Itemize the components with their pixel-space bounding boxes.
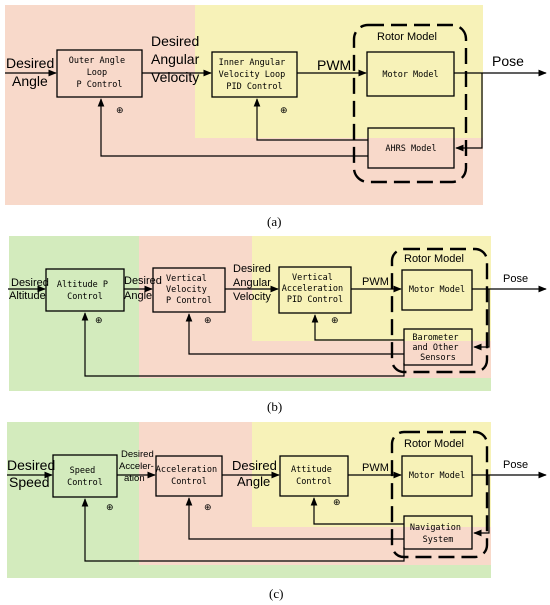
motor-model-block-b xyxy=(401,269,473,311)
panel-c-label-1: Desired Acceler- ation xyxy=(119,449,156,484)
panel-c-caption: (c) xyxy=(269,586,283,601)
panel-b-label-2: Desired Angular Velocity xyxy=(233,263,274,303)
panel-c-label-2: Desired Angle xyxy=(232,458,280,489)
navigation-system-label: Navigation System xyxy=(410,523,466,545)
sum-junction-icon: ⊕ xyxy=(106,503,114,513)
acceleration-control-label: Acceleration Control xyxy=(156,465,223,487)
sum-junction-icon: ⊕ xyxy=(280,106,288,116)
panel-c-background-green-bottom xyxy=(7,565,491,578)
panel-a-caption: (a) xyxy=(267,214,281,229)
sum-junction-icon: ⊕ xyxy=(95,316,103,326)
panel-b: Desired Altitude Altitude P Control Desi… xyxy=(8,236,547,414)
inner-velocity-loop-block xyxy=(211,51,298,98)
rotor-model-label: Rotor Model xyxy=(377,31,437,43)
panel-a-input-label-line2: Angle xyxy=(12,73,48,89)
rotor-model-boundary-b xyxy=(390,247,489,374)
sum-junction-icon: ⊕ xyxy=(204,503,212,513)
motor-model-label: Motor Model xyxy=(382,70,438,80)
panel-b-pwm-label: PWM xyxy=(362,276,389,288)
altitude-p-control-label: Altitude P Control xyxy=(57,280,113,302)
panel-a-pwm-label: PWM xyxy=(317,57,351,73)
attitude-control-label: Attitude Control xyxy=(291,465,337,487)
rotor-model-boundary xyxy=(352,23,468,184)
panel-c-background-green xyxy=(7,422,139,578)
outer-angle-loop-label: Outer Angle Loop P Control xyxy=(69,56,130,90)
speed-control-label: Speed Control xyxy=(67,466,103,488)
barometer-sensors-label: Barometer and Other Sensors xyxy=(412,333,463,363)
panel-b-background-green xyxy=(9,236,139,391)
panel-b-output-label: Pose xyxy=(503,273,528,285)
panel-b-background-green-bottom xyxy=(9,378,491,391)
panel-a: Desired Angle Outer Angle Loop P Control… xyxy=(5,5,547,229)
sum-junction-icon: ⊕ xyxy=(116,106,124,116)
panel-c: Desired Speed Speed Control Desired Acce… xyxy=(7,422,547,601)
panel-a-mid-label: Desired Angular Velocity xyxy=(151,33,203,85)
altitude-p-control-block xyxy=(45,268,125,312)
attitude-control-block xyxy=(279,455,349,497)
acceleration-control-block xyxy=(155,455,223,497)
vertical-velocity-block xyxy=(152,267,226,313)
motor-model-block-c xyxy=(401,455,473,497)
panel-b-caption: (b) xyxy=(267,399,282,414)
panel-a-background-yellow xyxy=(195,5,483,138)
sum-junction-icon: ⊕ xyxy=(333,498,341,508)
panel-c-output-label: Pose xyxy=(503,459,528,471)
motor-model-label-c: Motor Model xyxy=(409,471,465,481)
navigation-system-block xyxy=(403,515,473,550)
panel-a-output-label: Pose xyxy=(492,53,524,69)
vertical-acceleration-label: Vertical Acceleration PID Control xyxy=(282,273,349,305)
rotor-model-label-c: Rotor Model xyxy=(404,438,464,450)
vertical-acceleration-block xyxy=(278,266,352,314)
panel-c-input-label: Desired Speed xyxy=(7,457,59,490)
motor-model-label-b: Motor Model xyxy=(409,285,465,295)
rotor-model-boundary-c xyxy=(390,430,489,559)
motor-model-block xyxy=(366,51,455,97)
panel-c-pwm-label: PWM xyxy=(362,462,389,474)
rotor-model-label-b: Rotor Model xyxy=(404,253,464,265)
ahrs-model-block xyxy=(367,127,455,169)
sum-junction-icon: ⊕ xyxy=(331,316,339,326)
panel-a-input-label: Desired xyxy=(6,55,54,71)
barometer-sensors-block xyxy=(403,328,473,366)
vertical-velocity-label: Vertical Velocity P Control xyxy=(166,274,212,306)
ahrs-model-label: AHRS Model xyxy=(385,144,436,154)
speed-control-block xyxy=(52,454,118,498)
sum-junction-icon: ⊕ xyxy=(204,316,212,326)
inner-velocity-loop-label: Inner Angular Velocity Loop PID Control xyxy=(219,58,291,92)
